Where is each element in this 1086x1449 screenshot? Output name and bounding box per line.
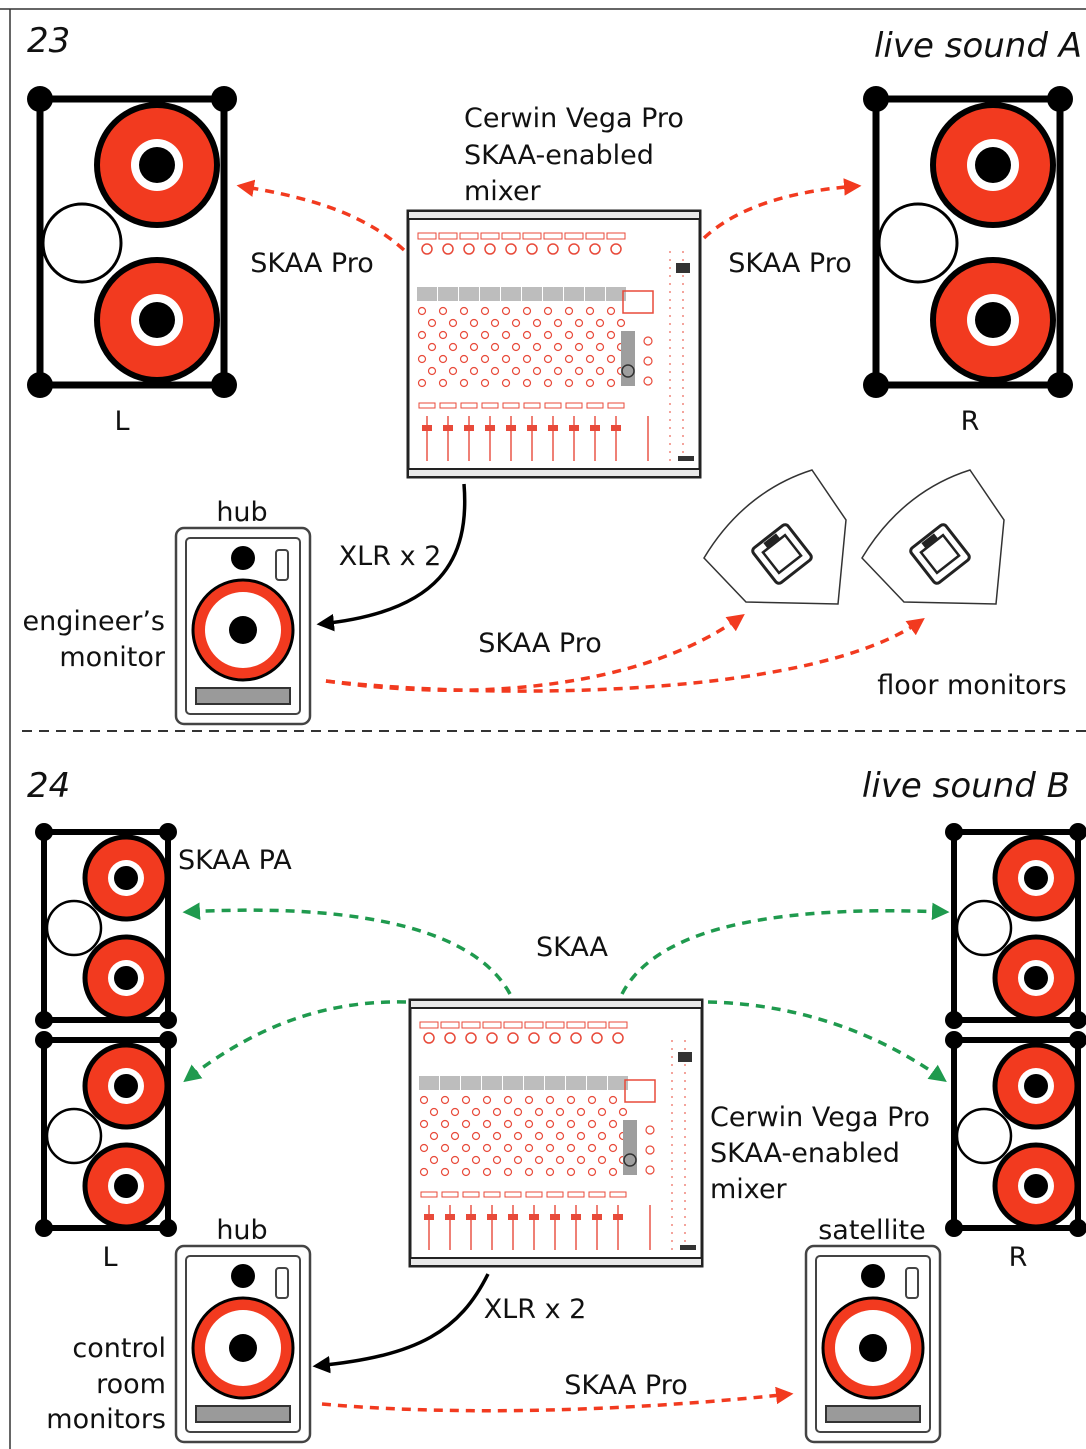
xlr-cable-arrow (316, 483, 467, 632)
monitor-label-b-line-2: room (96, 1369, 166, 1400)
right-pa-speaker-bottom (945, 1031, 1086, 1237)
floor-monitor-2 (860, 468, 1006, 606)
cable-label: XLR x 2 (339, 541, 442, 572)
left-link-label: SKAA Pro (250, 248, 373, 279)
right-link-label: SKAA Pro (728, 248, 851, 279)
pa-label: SKAA PA (178, 845, 292, 876)
monitor-link-label: SKAA Pro (478, 628, 601, 659)
skaa-pro-arrow-satellite (321, 1386, 794, 1413)
xlr-cable-arrow-b (312, 1273, 490, 1374)
skaa-pro-arrow-left (236, 179, 406, 252)
section-a-title: live sound A (874, 26, 1082, 66)
cable-label-b: XLR x 2 (484, 1294, 587, 1325)
floor-monitor-1 (702, 468, 848, 606)
mixer-b-label-line-1: Cerwin Vega Pro (710, 1102, 930, 1133)
right-pa-speaker-top (945, 823, 1086, 1029)
skaa-arrow-bottom-left (183, 1000, 407, 1083)
right-pa-speaker (863, 86, 1073, 398)
mixer-label-line-3: mixer (464, 176, 542, 207)
monitor-label-b-line-3: monitors (46, 1404, 166, 1435)
skaa-pro-arrow-floor-2 (325, 617, 925, 693)
section-b: 24 live sound B SKAA PA L R Cerwin Vega … (27, 766, 1086, 1444)
skaa-pro-arrow-floor-1 (325, 613, 745, 692)
hub-label-b: hub (216, 1215, 267, 1246)
skaa-link-label: SKAA (536, 932, 609, 963)
satellite-link-label: SKAA Pro (564, 1370, 687, 1401)
right-speaker-label-b: R (1009, 1242, 1028, 1273)
left-speaker-label: L (114, 406, 129, 437)
skaa-arrow-bottom-right (707, 1000, 947, 1083)
satellite-label: satellite (818, 1215, 926, 1246)
section-b-number: 24 (27, 766, 70, 806)
floor-monitors-label: floor monitors (877, 670, 1066, 701)
section-a-number: 23 (27, 21, 70, 61)
skaa-arrow-top-left (182, 902, 512, 995)
mixer-b (410, 1000, 702, 1266)
left-pa-speaker-top (35, 823, 177, 1029)
satellite-monitor (804, 1244, 942, 1444)
left-pa-speaker-bottom (35, 1031, 177, 1237)
control-room-monitor (174, 1244, 312, 1444)
left-speaker-label-b: L (102, 1242, 117, 1273)
mixer-label-line-2: SKAA-enabled (464, 140, 654, 171)
mixer-b-label-line-2: SKAA-enabled (710, 1138, 900, 1169)
section-b-title: live sound B (862, 766, 1070, 806)
left-pa-speaker (27, 86, 237, 398)
hub-label: hub (216, 497, 267, 528)
monitor-label-line-2: monitor (59, 642, 166, 673)
monitor-label-b-line-1: control (72, 1333, 166, 1364)
monitor-label-line-1: engineer’s (23, 606, 165, 637)
skaa-pro-arrow-right (702, 178, 862, 240)
mixer-b-label-line-3: mixer (710, 1174, 788, 1205)
mixer (408, 211, 700, 477)
mixer-label-line-1: Cerwin Vega Pro (464, 103, 684, 134)
section-a: 23 live sound A L R Cerwin Vega Pro SKAA… (23, 21, 1082, 726)
skaa-arrow-top-right (620, 902, 950, 995)
right-speaker-label: R (961, 406, 980, 437)
engineers-monitor (174, 526, 312, 726)
